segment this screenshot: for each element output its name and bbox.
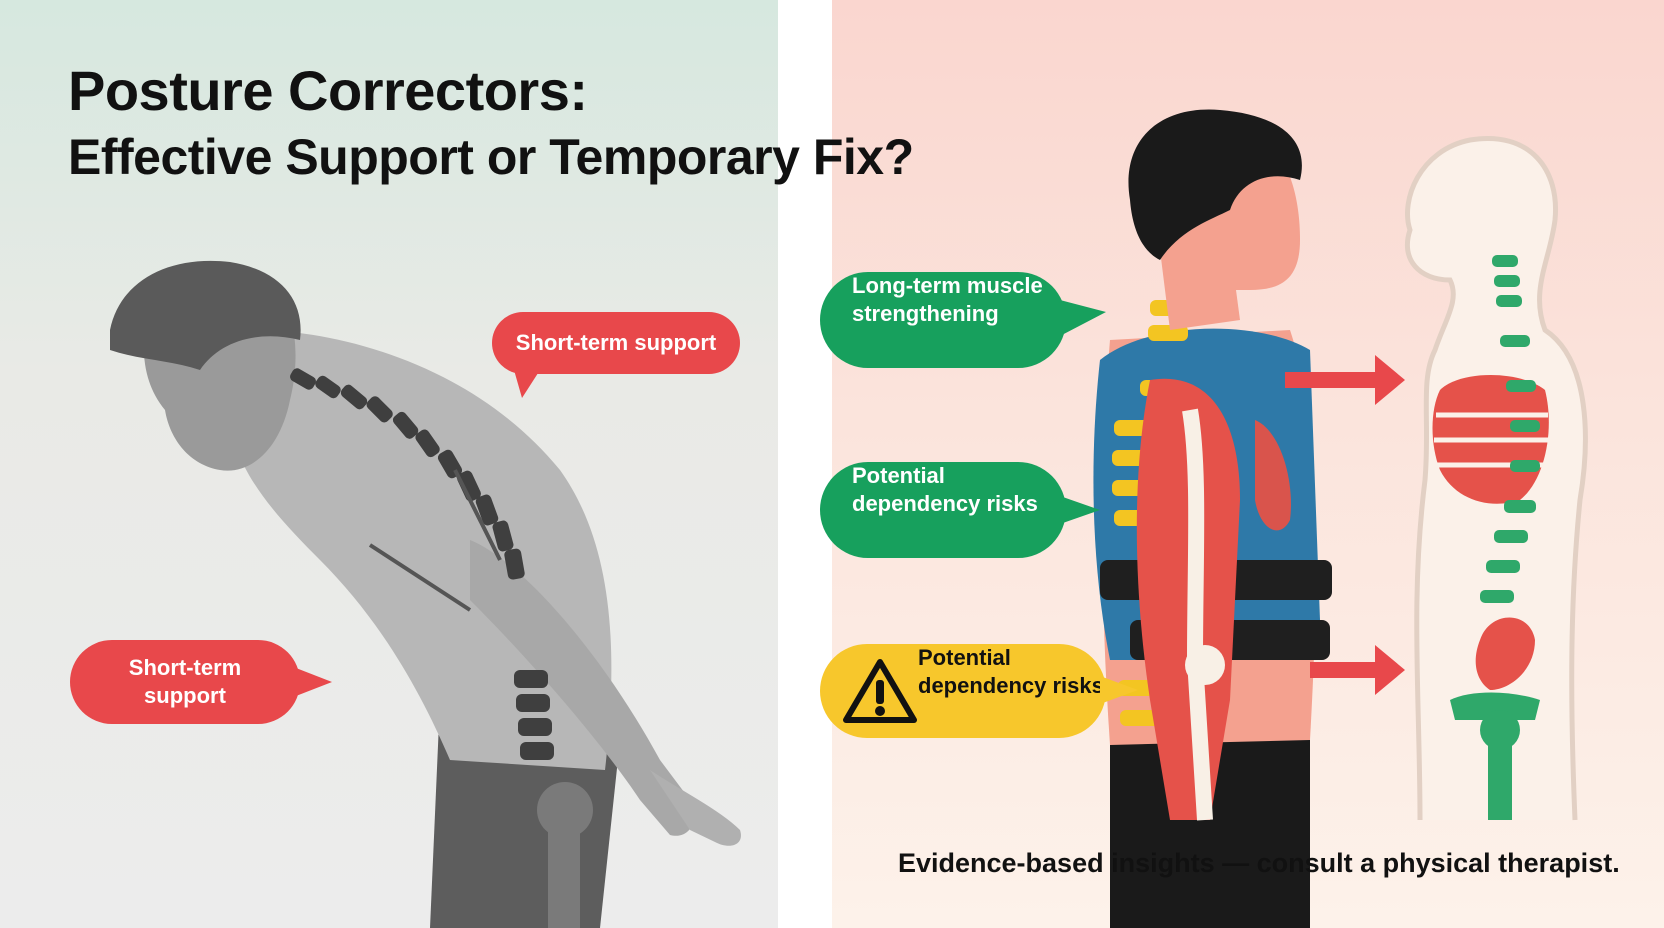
callout-tail bbox=[296, 668, 332, 696]
footer-note: Evidence-based insights — consult a phys… bbox=[898, 848, 1620, 878]
callout-label-line2: support bbox=[144, 683, 226, 708]
panel-divider bbox=[778, 0, 832, 928]
callout-label-line2: dependency risks bbox=[918, 673, 1104, 698]
long-term-strengthening-callout: Long-term muscle strengthening bbox=[820, 272, 1066, 368]
callout-label-line1: Long-term muscle bbox=[852, 273, 1043, 298]
page-title: Posture Correctors: bbox=[68, 59, 588, 122]
callout-tail bbox=[514, 370, 540, 398]
page-subtitle: Effective Support or Temporary Fix? bbox=[68, 129, 914, 185]
callout-label-line1: Short-term bbox=[128, 655, 242, 680]
callout-tail bbox=[1100, 676, 1138, 704]
callout-tail bbox=[1060, 496, 1100, 524]
callout-label: Short-term support bbox=[515, 330, 717, 355]
callout-label-line2: strengthening bbox=[852, 301, 999, 326]
callout-label-line1: Potential bbox=[852, 463, 945, 488]
callout-tail bbox=[1060, 300, 1106, 336]
callout-label-line1: Potential bbox=[918, 645, 1011, 670]
warning-triangle-icon bbox=[843, 659, 917, 723]
short-term-support-callout-lower: Short-term support bbox=[70, 640, 300, 724]
slouched-posture-illustration bbox=[110, 260, 741, 928]
short-term-support-callout-upper: Short-term support bbox=[492, 312, 740, 374]
dependency-risks-callout-green: Potential dependency risks bbox=[820, 462, 1066, 558]
callout-label-line2: dependency risks bbox=[852, 491, 1038, 516]
